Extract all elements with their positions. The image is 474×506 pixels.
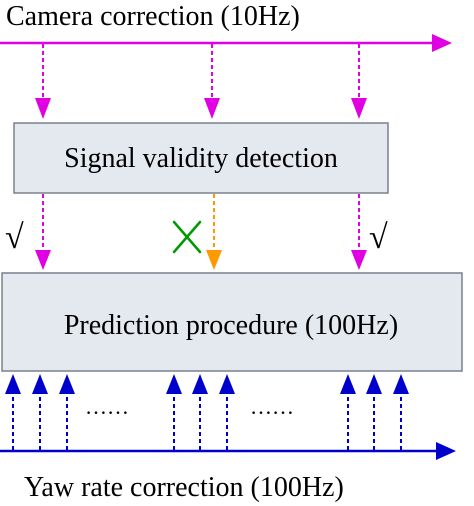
detector-to-predictor-arrows: [35, 194, 367, 270]
valid-arrow-2-head: [351, 250, 367, 270]
yaw-rate-correction-label: Yaw rate correction (100Hz): [24, 472, 344, 503]
yaw-arrow-6-head: [219, 374, 235, 394]
yaw-arrow-1-head: [5, 374, 21, 394]
cross-mark: [172, 220, 202, 254]
check-mark-left: √: [5, 219, 24, 256]
yaw-arrow-7-head: [340, 374, 356, 394]
yaw-arrow-8-head: [366, 374, 382, 394]
yaw-arrow-3-head: [59, 374, 75, 394]
camera-arrow-1-head: [35, 98, 51, 119]
yaw-rate-arrows: [5, 374, 409, 450]
yaw-arrow-4-head: [166, 374, 182, 394]
predictor-label: Prediction procedure (100Hz): [64, 310, 398, 341]
camera-timeline: [0, 34, 452, 52]
rejected-arrow-head: [206, 250, 222, 270]
valid-arrow-1-head: [35, 250, 51, 270]
camera-correction-label: Camera correction (10Hz): [6, 1, 300, 32]
ellipsis-left: ……: [85, 394, 129, 419]
camera-to-detector-arrows: [35, 44, 367, 119]
check-mark-right: √: [369, 219, 388, 256]
camera-arrow-2-head: [204, 98, 220, 119]
yaw-arrow-5-head: [192, 374, 208, 394]
camera-arrow-3-head: [351, 98, 367, 119]
detector-label: Signal validity detection: [64, 143, 338, 174]
yaw-arrow-2-head: [32, 374, 48, 394]
signal-validity-detection-box: Signal validity detection: [13, 122, 389, 194]
ellipsis-right: ……: [250, 394, 294, 419]
yaw-arrow-9-head: [393, 374, 409, 394]
yaw-timeline: [0, 442, 456, 460]
prediction-procedure-box: Prediction procedure (100Hz): [1, 272, 463, 372]
